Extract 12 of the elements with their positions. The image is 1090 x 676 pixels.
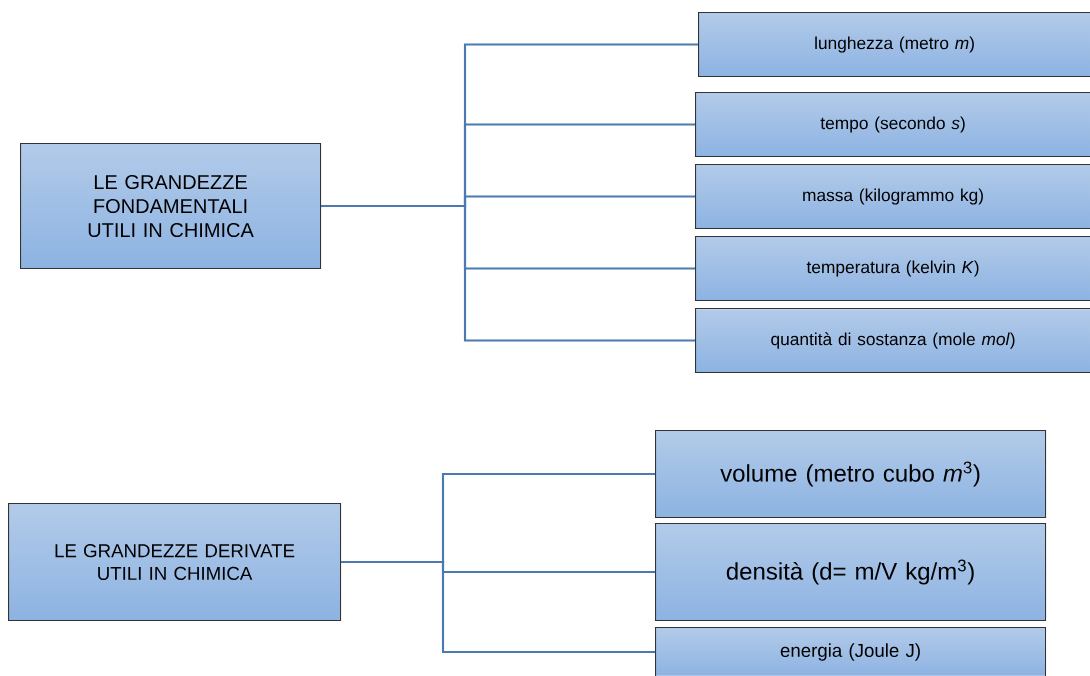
text-box: massa (kilogrammo kg) <box>695 164 1090 230</box>
text-box: LE GRANDEZZE FONDAMENTALI UTILI IN CHIMICA <box>20 143 322 270</box>
text-box: temperatura (kelvin K) <box>695 236 1090 302</box>
text-box: energia (Joule J) <box>655 627 1047 676</box>
text-box: tempo (secondo s) <box>695 92 1090 158</box>
text-box: LE GRANDEZZE DERIVATE UTILI IN CHIMICA <box>8 503 342 622</box>
text-box: volume (metro cubo m$^{3}$) <box>655 430 1047 519</box>
text-box: densità (d= m/V kg/m$^{3}$) <box>655 523 1047 622</box>
connector-line <box>321 204 695 342</box>
connector-line <box>341 560 655 654</box>
text-box: quantità di sostanza (mole mol) <box>695 308 1090 374</box>
text-box: lunghezza (metro m) <box>698 12 1090 78</box>
